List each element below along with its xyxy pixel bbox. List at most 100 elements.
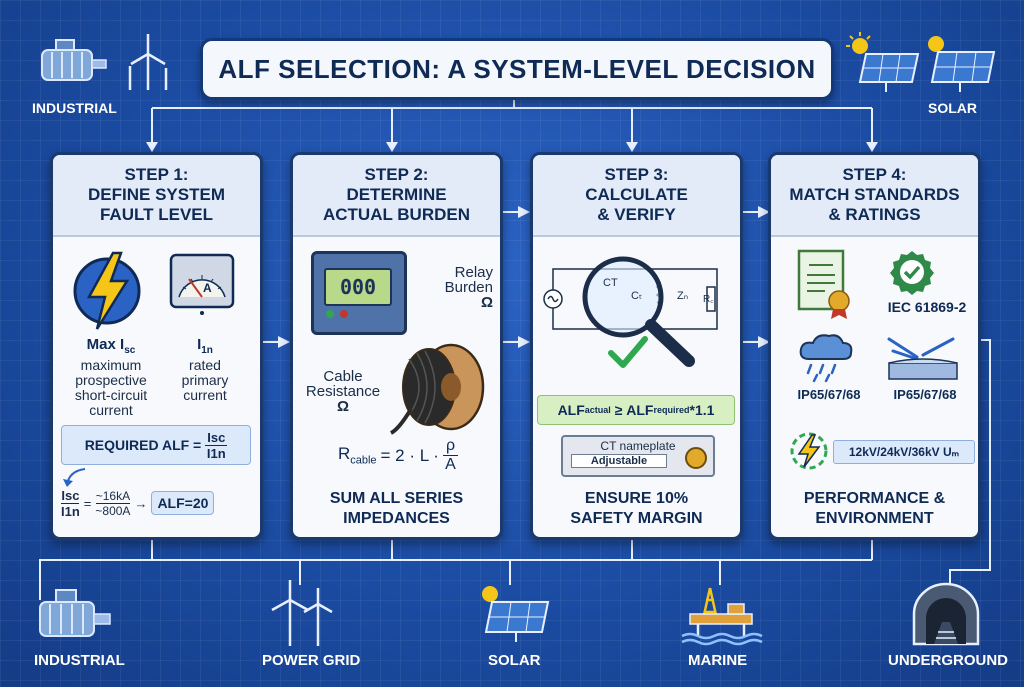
step-3-footer: ENSURE 10% SAFETY MARGIN xyxy=(533,489,740,529)
step-4-title-line: MATCH STANDARDS xyxy=(789,185,960,204)
nameplate-title: CT nameplate xyxy=(600,439,676,453)
footer-line: ENVIRONMENT xyxy=(815,510,934,527)
step-1-header: STEP 1: DEFINE SYSTEM FAULT LEVEL xyxy=(53,155,260,237)
motor-icon xyxy=(41,39,107,81)
corner-label-solar: SOLAR xyxy=(928,100,977,116)
step-1-card: STEP 1: DEFINE SYSTEM FAULT LEVEL A Max … xyxy=(50,152,263,540)
bottom-label-marine: MARINE xyxy=(688,652,748,669)
wind-turbine-icon xyxy=(271,580,333,646)
example-num-left: Isc xyxy=(61,487,80,504)
voltage-rating: 12kV/24kV/36kV Uₘ xyxy=(833,440,975,464)
i1n-label: I xyxy=(197,336,202,353)
step-2-title-line: DETERMINE xyxy=(346,185,447,204)
lightning-icon xyxy=(73,251,141,330)
step-2-title-line: STEP 2: xyxy=(364,165,429,184)
oil-rig-icon xyxy=(681,587,763,646)
ammeter-letter: A xyxy=(203,281,212,295)
step-2-footer: SUM ALL SERIES IMPEDANCES xyxy=(293,489,500,529)
example-calculation: Isc I1n = ~16kA ~800A → ALF=20 xyxy=(61,485,253,521)
i1n-desc: rated xyxy=(189,357,221,373)
required-alf-formula: REQUIRED ALF = Isc I1n xyxy=(61,425,251,465)
bottom-label-underground: UNDERGROUND xyxy=(888,652,1008,669)
step-3-card: STEP 3: CALCULATE & VERIFY CT Cₜ Zₙ R꜀ A… xyxy=(530,152,743,540)
formula-prefix: REQUIRED ALF = xyxy=(84,437,202,453)
step-4-footer: PERFORMANCE & ENVIRONMENT xyxy=(771,489,978,529)
bottom-label-solar: SOLAR xyxy=(488,652,541,669)
bottom-label-industrial: INDUSTRIAL xyxy=(34,652,125,669)
formula-lhs: R xyxy=(337,444,351,464)
curved-arrow-icon xyxy=(63,468,86,487)
footer-line: IMPEDANCES xyxy=(343,510,450,527)
tunnel-icon xyxy=(912,582,980,646)
step-1-title-line: FAULT LEVEL xyxy=(99,205,213,224)
page-title: ALF SELECTION: A SYSTEM-LEVEL DECISION xyxy=(200,38,834,100)
condition-factor: *1.1 xyxy=(689,402,715,418)
max-isc-block: Max Isc maximum prospective short-circui… xyxy=(59,337,163,418)
water-jet-icon xyxy=(887,337,958,380)
solar-panel-icon xyxy=(846,32,920,92)
approval-badge-icon xyxy=(890,251,934,295)
example-num-right: ~16kA xyxy=(95,488,131,504)
condition-right: ALF xyxy=(626,402,654,418)
i1n-block: I1n rated primary current xyxy=(169,337,241,403)
cable-label-line: Cable xyxy=(323,368,363,385)
step-3-title-line: STEP 3: xyxy=(604,165,669,184)
max-isc-sub: sc xyxy=(124,345,136,356)
footer-line: SAFETY MARGIN xyxy=(570,510,703,527)
relay-label-line: Relay xyxy=(454,264,493,281)
example-den-left: I1n xyxy=(61,503,80,519)
example-den-right: ~800A xyxy=(95,503,131,518)
relay-icon: 000 xyxy=(311,251,407,335)
footer-line: SUM ALL SERIES xyxy=(329,490,464,507)
corner-label-industrial: INDUSTRIAL xyxy=(32,100,117,116)
ct-nameplate: CT nameplate Adjustable xyxy=(561,435,715,477)
ip-rating-right: IP65/67/68 xyxy=(893,387,957,402)
voltage-bolt-icon xyxy=(790,432,828,470)
ct-circuit-magnifier-icon xyxy=(543,256,718,368)
condition-right-sub: required xyxy=(653,405,690,415)
motor-icon xyxy=(39,589,111,637)
solar-panel-icon xyxy=(928,36,996,92)
formula-lhs-sub: cable xyxy=(350,454,377,467)
formula-numerator: Isc xyxy=(205,429,228,446)
adjust-knob-icon xyxy=(685,447,707,469)
relay-label-line: Ω xyxy=(480,294,493,311)
circuit-label-ct: CT xyxy=(603,277,618,289)
formula-rho: ρ xyxy=(442,437,459,456)
max-isc-desc: maximum xyxy=(80,357,142,373)
nameplate-adjustable: Adjustable xyxy=(571,454,667,468)
circuit-label-zn: Zₙ xyxy=(677,290,689,302)
iec-standard: IEC 61869-2 xyxy=(887,299,967,315)
step-2-title-line: ACTUAL BURDEN xyxy=(322,205,470,224)
step-4-title-line: STEP 4: xyxy=(842,165,907,184)
formula-area: A xyxy=(445,456,456,473)
step-3-title-line: CALCULATE xyxy=(585,185,688,204)
condition-left-sub: actual xyxy=(584,405,611,415)
step-2-card: STEP 2: DETERMINE ACTUAL BURDEN 000 Rela… xyxy=(290,152,503,540)
relay-display: 000 xyxy=(324,268,392,306)
step-3-header: STEP 3: CALCULATE & VERIFY xyxy=(533,155,740,237)
max-isc-desc: current xyxy=(89,402,133,418)
certificate-icon xyxy=(797,249,850,319)
alf-result-badge: ALF=20 xyxy=(151,491,215,515)
step-2-header: STEP 2: DETERMINE ACTUAL BURDEN xyxy=(293,155,500,237)
cable-label-line: Ω xyxy=(336,398,350,415)
footer-line: PERFORMANCE & xyxy=(803,490,946,507)
max-isc-label: Max I xyxy=(86,336,125,353)
step-1-title-line: DEFINE SYSTEM xyxy=(88,185,225,204)
circuit-label-rc: R꜀ xyxy=(703,294,714,305)
condition-left: ALF xyxy=(557,402,585,418)
rain-cloud-icon xyxy=(799,334,853,383)
max-isc-desc: prospective xyxy=(75,372,147,388)
step-4-header: STEP 4: MATCH STANDARDS & RATINGS xyxy=(771,155,978,237)
i1n-sub: 1n xyxy=(201,345,213,356)
cable-resistance-label: Cable Resistance Ω xyxy=(299,369,387,414)
formula-denominator: I1n xyxy=(206,445,226,461)
max-isc-desc: short-circuit xyxy=(74,387,148,403)
condition-operator: ≥ xyxy=(610,402,627,418)
formula-rhs: = 2 · L · xyxy=(380,445,439,465)
circuit-label-ct2: Cₜ xyxy=(631,290,643,302)
i1n-desc: primary xyxy=(181,372,229,388)
step-4-card: STEP 4: MATCH STANDARDS & RATINGS IEC 61… xyxy=(768,152,981,540)
wind-turbine-icon xyxy=(128,34,168,90)
